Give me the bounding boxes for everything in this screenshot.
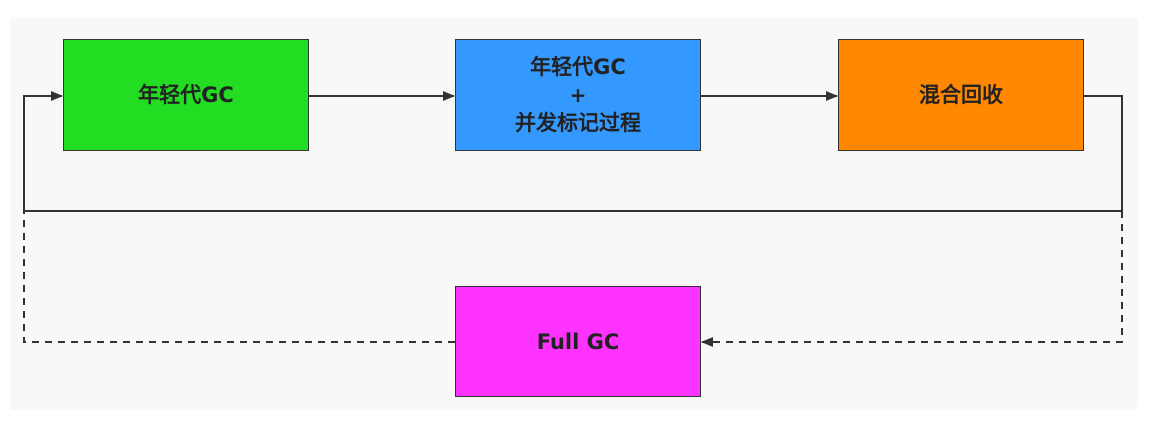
node-young-gc-concurrent-marking: 年轻代GC + 并发标记过程 xyxy=(455,39,701,151)
node-full-gc-label: Full GC xyxy=(536,329,620,354)
node-mixed-collection: 混合回收 xyxy=(838,39,1084,151)
node-concurrent-line3: 并发标记过程 xyxy=(515,111,641,135)
node-concurrent-line1: 年轻代GC xyxy=(530,55,626,79)
edge-fullgc-to-young-dashed xyxy=(23,211,455,343)
node-full-gc: Full GC xyxy=(455,286,701,397)
edge-mixed-to-young-loop xyxy=(23,91,1123,212)
node-concurrent-plus: + xyxy=(569,83,587,107)
node-young-gc: 年轻代GC xyxy=(63,39,309,151)
node-mixed-label: 混合回收 xyxy=(919,83,1003,107)
edge-mixed-to-fullgc-dashed xyxy=(701,211,1123,347)
node-young-gc-label: 年轻代GC xyxy=(138,83,234,107)
